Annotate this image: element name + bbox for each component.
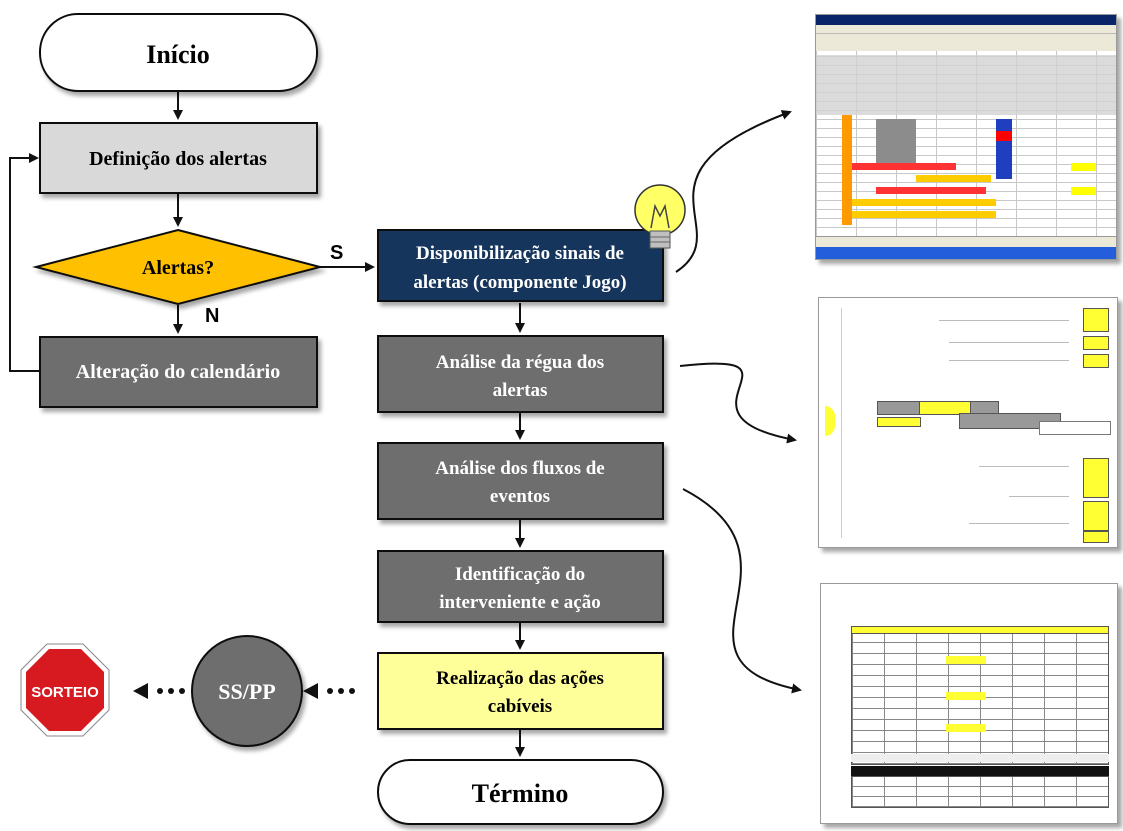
connectors xyxy=(9,92,525,757)
end-terminator: Término xyxy=(377,759,664,825)
lightbulb-icon xyxy=(634,184,686,249)
actions-box: Realização das ações cabíveis xyxy=(377,652,664,730)
yes-label: S xyxy=(330,242,343,264)
signals-label-line2: alertas (componente Jogo) xyxy=(413,272,626,293)
flows-label-line1: Análise dos fluxos de xyxy=(435,458,604,479)
stop-sign-icon: SORTEIO xyxy=(20,643,110,737)
link-curves xyxy=(675,110,802,694)
no-label: N xyxy=(205,305,219,327)
taskbar xyxy=(816,247,1116,259)
decision-label: Alertas? xyxy=(142,257,214,279)
sheet-tabs xyxy=(816,236,1116,247)
spreadsheet-titlebar xyxy=(816,15,1116,25)
actions-label-line2: cabíveis xyxy=(488,696,552,717)
identify-label-line2: interveniente e ação xyxy=(439,592,600,613)
rule-label-line2: alertas xyxy=(493,380,548,401)
identify-label-line1: Identificação do xyxy=(455,564,585,585)
rule-slide-thumbnail xyxy=(818,297,1118,548)
spreadsheet-menubar xyxy=(816,25,1116,34)
calendar-change-label: Alteração do calendário xyxy=(76,361,280,383)
rule-analysis-box: Análise da régua dos alertas xyxy=(377,335,664,413)
start-terminator: Início xyxy=(39,13,318,92)
rule-label-line1: Análise da régua dos xyxy=(436,352,604,373)
signals-label-line1: Disponibilização sinais de xyxy=(416,243,624,264)
spreadsheet-thumbnail xyxy=(815,14,1117,260)
signals-box: Disponibilização sinais de alertas (comp… xyxy=(377,229,664,302)
actions-label-line1: Realização das ações xyxy=(436,668,604,689)
sspp-circle: SS/PP xyxy=(191,635,303,747)
calendar-change-box: Alteração do calendário xyxy=(39,336,318,408)
identify-box: Identificação do interveniente e ação xyxy=(377,550,664,623)
sspp-label: SS/PP xyxy=(218,679,275,704)
dotted-arrows xyxy=(133,683,355,699)
end-label: Término xyxy=(472,779,569,808)
start-label: Início xyxy=(146,40,210,69)
flows-analysis-box: Análise dos fluxos de eventos xyxy=(377,442,664,520)
define-alerts-box: Definição dos alertas xyxy=(39,122,318,194)
sorteio-label: SORTEIO xyxy=(31,684,99,701)
table-document-thumbnail xyxy=(820,583,1118,824)
flows-label-line2: eventos xyxy=(490,486,550,507)
alerts-decision: Alertas? xyxy=(32,228,324,306)
define-alerts-label: Definição dos alertas xyxy=(89,148,267,170)
